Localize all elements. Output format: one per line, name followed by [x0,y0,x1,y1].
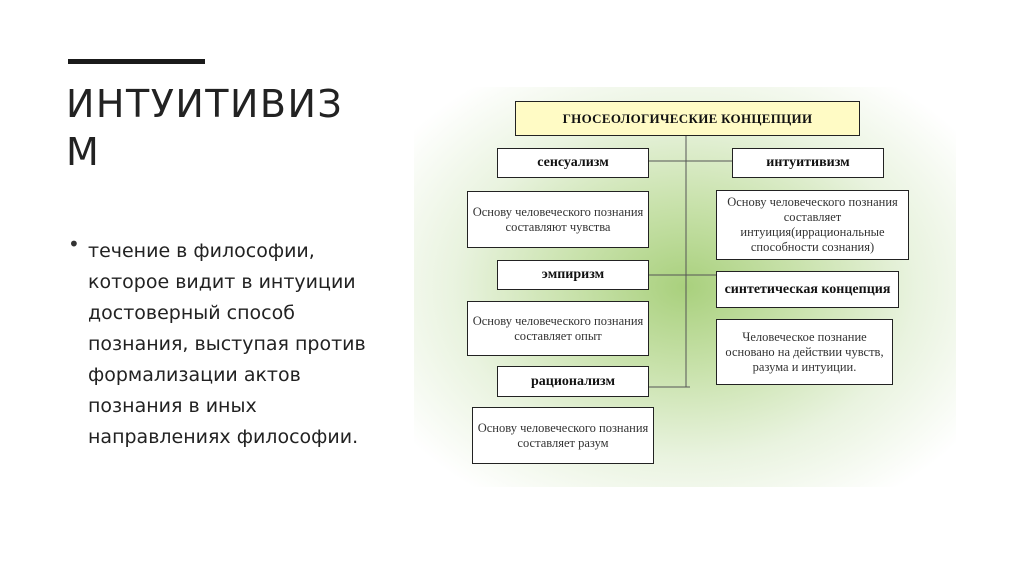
concept-box-synthetic: синтетическая концепция [716,271,899,308]
slide-title: ИНТУИТИВИЗМ [66,82,344,174]
description-text: Человеческое познание основано на действ… [725,329,884,374]
bullet-list: • течение в философии, которое видит в и… [68,232,368,453]
bullet-text: течение в философии, которое видит в инт… [88,240,366,448]
list-item: • течение в философии, которое видит в и… [68,232,368,453]
concept-label: синтетическая концепция [724,281,891,297]
concept-label: рационализм [531,373,615,389]
concept-label: интуитивизм [766,155,850,170]
description-text: Основу человеческого познания составляет… [727,195,898,254]
header-box: ГНОСЕОЛОГИЧЕСКИЕ КОНЦЕПЦИИ [515,101,860,136]
concept-box-empiricism: эмпиризм [497,260,649,290]
concept-box-sensualism: сенсуализм [497,148,649,178]
description-text: Основу человеческого познания составляет… [472,313,644,343]
description-box-intuitivism: Основу человеческого познания составляет… [716,190,909,260]
description-text: Основу человеческого познания составляет… [477,420,649,450]
connector-lines [648,135,732,388]
description-box-sensualism: Основу человеческого познания составляют… [467,191,649,248]
gnoseology-diagram: ГНОСЕОЛОГИЧЕСКИЕ КОНЦЕПЦИИ сенсуализм Ос… [414,87,956,487]
concept-box-intuitivism: интуитивизм [732,148,884,178]
concept-label: эмпиризм [541,267,605,282]
description-box-rationalism: Основу человеческого познания составляет… [472,407,654,464]
concept-label: сенсуализм [537,155,609,170]
description-box-synthetic: Человеческое познание основано на действ… [716,319,893,385]
description-box-empiricism: Основу человеческого познания составляет… [467,301,649,356]
title-rule [68,59,205,64]
concept-box-rationalism: рационализм [497,366,649,397]
bullet-icon: • [68,232,80,256]
header-label: ГНОСЕОЛОГИЧЕСКИЕ КОНЦЕПЦИИ [562,110,813,126]
description-text: Основу человеческого познания составляют… [472,204,644,234]
